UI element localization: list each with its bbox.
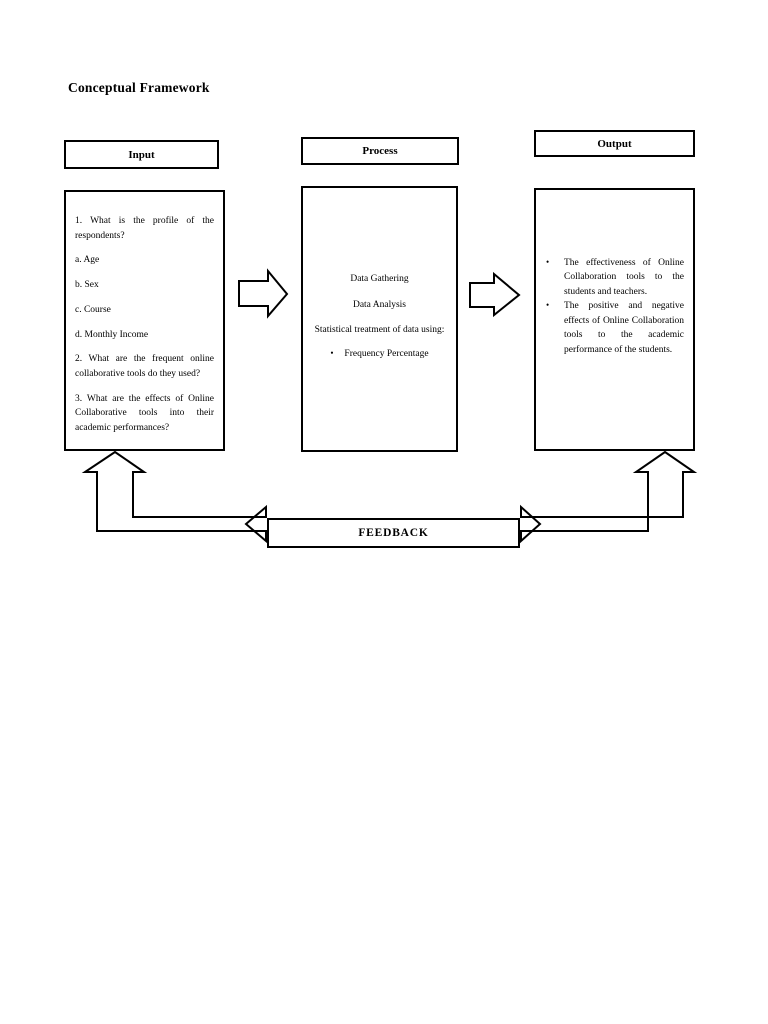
output-bullet-label: The effectiveness of Online Collaboratio… (564, 258, 684, 297)
input-item: 2. What are the frequent online collabor… (75, 354, 214, 380)
feedback-label: FEEDBACK (358, 527, 429, 539)
process-content-box: Data Gathering Data Analysis Statistical… (301, 186, 458, 452)
input-item: a. Age (75, 255, 100, 266)
arrow-feedback-to-output-icon (520, 450, 698, 544)
output-header-label: Output (597, 137, 632, 150)
process-bullet-item: • Frequency Percentage (311, 347, 448, 360)
feedback-box: FEEDBACK (267, 518, 520, 548)
output-bullet-item: • The positive and negative effects of O… (546, 299, 684, 357)
bullet-icon: • (546, 300, 550, 311)
input-item: 3. What are the effects of Online Collab… (75, 393, 214, 434)
process-line: Data Analysis (352, 300, 407, 311)
arrow-input-to-process-icon (238, 268, 289, 319)
output-bullet-item: • The effectiveness of Online Collaborat… (546, 256, 684, 299)
arrow-process-to-output-icon (469, 271, 521, 318)
input-item: b. Sex (75, 280, 99, 291)
input-header-label: Input (128, 148, 155, 161)
process-line: Statistical treatment of data using: (314, 324, 445, 335)
bullet-icon: • (330, 347, 334, 358)
input-item: c. Course (75, 304, 111, 315)
output-bullet-label: The positive and negative effects of Onl… (564, 301, 684, 355)
input-header-box: Input (64, 140, 219, 169)
input-item: 1. What is the profile of the respondent… (75, 216, 214, 241)
process-line: Data Gathering (350, 274, 409, 284)
output-content-box: • The effectiveness of Online Collaborat… (534, 188, 695, 451)
process-header-label: Process (362, 145, 398, 157)
arrow-feedback-to-input-icon (81, 450, 267, 544)
page-title: Conceptual Framework (68, 80, 210, 95)
bullet-icon: • (546, 257, 550, 267)
input-content-box: 1. What is the profile of the respondent… (64, 190, 225, 451)
process-header-box: Process (301, 137, 459, 165)
input-item: d. Monthly Income (75, 329, 149, 340)
process-bullet-label: Frequency Percentage (344, 348, 429, 359)
output-header-box: Output (534, 130, 695, 157)
